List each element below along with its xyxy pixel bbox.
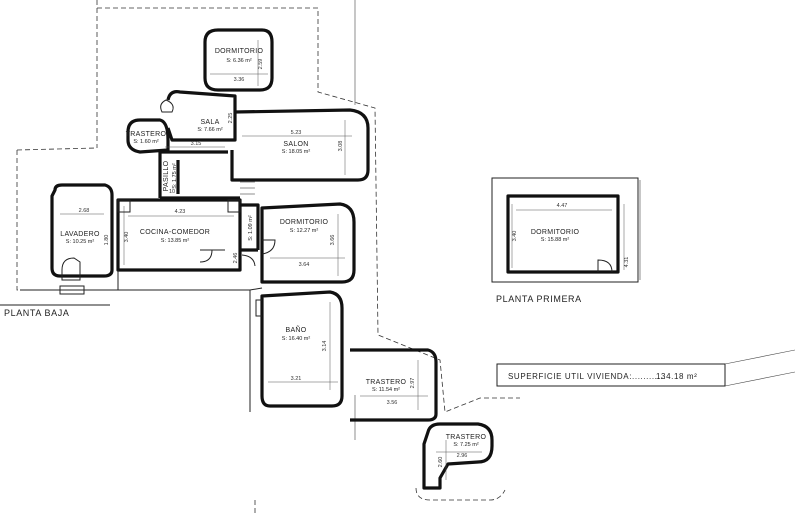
dim-cocina-width: 4.23 bbox=[175, 209, 186, 215]
dim-trastero-mid-width: 3.56 bbox=[387, 400, 398, 406]
superficie-label: SUPERFICIE UTIL VIVIENDA:............ bbox=[508, 372, 666, 381]
room-label-dormitorio-primera: DORMITORIO bbox=[531, 229, 580, 236]
salon-walls bbox=[230, 108, 370, 182]
bano-door bbox=[255, 299, 262, 317]
dim-aseo: 2.46 bbox=[233, 253, 239, 264]
guide-lines bbox=[724, 349, 795, 387]
dim-salon-width: 5.23 bbox=[291, 130, 302, 136]
dim-lavadero-height: 1.80 bbox=[104, 235, 110, 246]
room-label-lavadero: LAVADERO bbox=[60, 231, 100, 238]
room-label-trastero-bottom: TRASTERO bbox=[446, 434, 487, 441]
room-area-dormitorio-top: S: 6.36 m² bbox=[226, 58, 252, 64]
dim-dormitorio-top-width: 3.36 bbox=[234, 77, 245, 83]
dim-dormitorio-mid-width: 3.64 bbox=[299, 262, 310, 268]
plot-boundary bbox=[16, 7, 520, 514]
dim-salon-height: 3.08 bbox=[338, 141, 344, 152]
trastero-bottom-walls bbox=[422, 422, 494, 490]
superficie-box bbox=[496, 363, 726, 387]
dim-cocina-height: 3.40 bbox=[124, 232, 130, 243]
dim-trastero-bottom-width: 2.96 bbox=[457, 453, 468, 459]
room-area-pasillo: S: 1.75 m² bbox=[172, 163, 178, 189]
planta-primera-outline bbox=[491, 177, 639, 283]
dim-pasillo-height: 10 bbox=[169, 189, 175, 195]
room-label-dormitorio-mid: DORMITORIO bbox=[280, 219, 329, 226]
dim-bano-height: 3.14 bbox=[322, 341, 328, 352]
lavadero-door bbox=[61, 257, 81, 281]
room-label-sala: SALA bbox=[200, 119, 219, 126]
dim-bano-width: 3.21 bbox=[291, 376, 302, 382]
room-area-sala: S: 7.66 m² bbox=[197, 127, 223, 133]
fixture-icon bbox=[160, 99, 174, 113]
dim-pasillo-width: 3.15 bbox=[191, 141, 202, 147]
dim-sala: 2.25 bbox=[228, 113, 234, 124]
room-label-salon: SALON bbox=[283, 141, 308, 148]
trastero-left-walls bbox=[126, 118, 170, 154]
room-label-pasillo: PASILLO bbox=[163, 160, 170, 191]
label-planta-primera: PLANTA PRIMERA bbox=[496, 294, 582, 304]
door-swing-primera bbox=[597, 259, 613, 273]
dim-dormitorio-primera-height: 3.40 bbox=[512, 231, 518, 242]
trastero-mid-walls bbox=[350, 348, 438, 422]
cocina-comedor-walls bbox=[116, 198, 242, 272]
room-label-dormitorio-top: DORMITORIO bbox=[215, 48, 264, 55]
dim-dormitorio-primera-height-2: 4.31 bbox=[624, 257, 630, 268]
ground-floor-outline bbox=[20, 270, 263, 300]
room-area-trastero-bottom: S: 7.25 m² bbox=[453, 442, 479, 448]
room-area-aseo: S: 1.09 m² bbox=[248, 215, 254, 241]
room-label-bano: BAÑO bbox=[285, 325, 306, 334]
room-area-dormitorio-mid: S: 12.27 m² bbox=[290, 228, 319, 234]
label-planta-baja: PLANTA BAJA bbox=[4, 308, 69, 318]
sala-walls bbox=[166, 90, 237, 142]
aseo-walls bbox=[240, 203, 260, 252]
dormitorio-mid-walls bbox=[260, 202, 356, 284]
room-area-trastero-left: S: 1.60 m² bbox=[133, 139, 159, 145]
dim-trastero-mid-height: 2.97 bbox=[410, 378, 416, 389]
dormitorio-top-walls bbox=[203, 28, 274, 92]
room-area-trastero-mid: S: 11.54 m² bbox=[372, 387, 400, 393]
pasillo-walls bbox=[158, 150, 240, 200]
room-area-lavadero: S: 10.25 m² bbox=[66, 239, 95, 245]
room-label-trastero-mid: TRASTERO bbox=[366, 379, 407, 386]
dormitorio-primera-walls bbox=[506, 194, 620, 274]
lavadero-walls bbox=[50, 183, 114, 278]
room-area-dormitorio-primera: S: 15.88 m² bbox=[541, 237, 570, 243]
room-area-salon: S: 18.05 m² bbox=[282, 149, 311, 155]
door-swing-cocina bbox=[199, 249, 225, 263]
door-swing-dormitorio bbox=[261, 239, 276, 255]
bano-walls bbox=[260, 290, 344, 408]
room-area-bano: S: 16.40 m² bbox=[282, 336, 311, 342]
dim-dormitorio-top-height: 2.59 bbox=[258, 59, 264, 70]
dim-dormitorio-mid-height: 3.66 bbox=[330, 235, 336, 246]
room-label-cocina-comedor: COCINA-COMEDOR bbox=[140, 229, 210, 236]
superficie-value: 134.18 m² bbox=[656, 372, 697, 381]
door-swing-aseo bbox=[241, 254, 256, 267]
room-area-cocina-comedor: S: 13.85 m² bbox=[161, 238, 190, 244]
dim-dormitorio-primera-width: 4.47 bbox=[557, 203, 568, 209]
dim-trastero-bottom-height: 2.60 bbox=[438, 457, 444, 468]
dim-lavadero-width: 2.68 bbox=[79, 208, 90, 214]
room-label-trastero-left: TRASTERO bbox=[126, 131, 167, 138]
